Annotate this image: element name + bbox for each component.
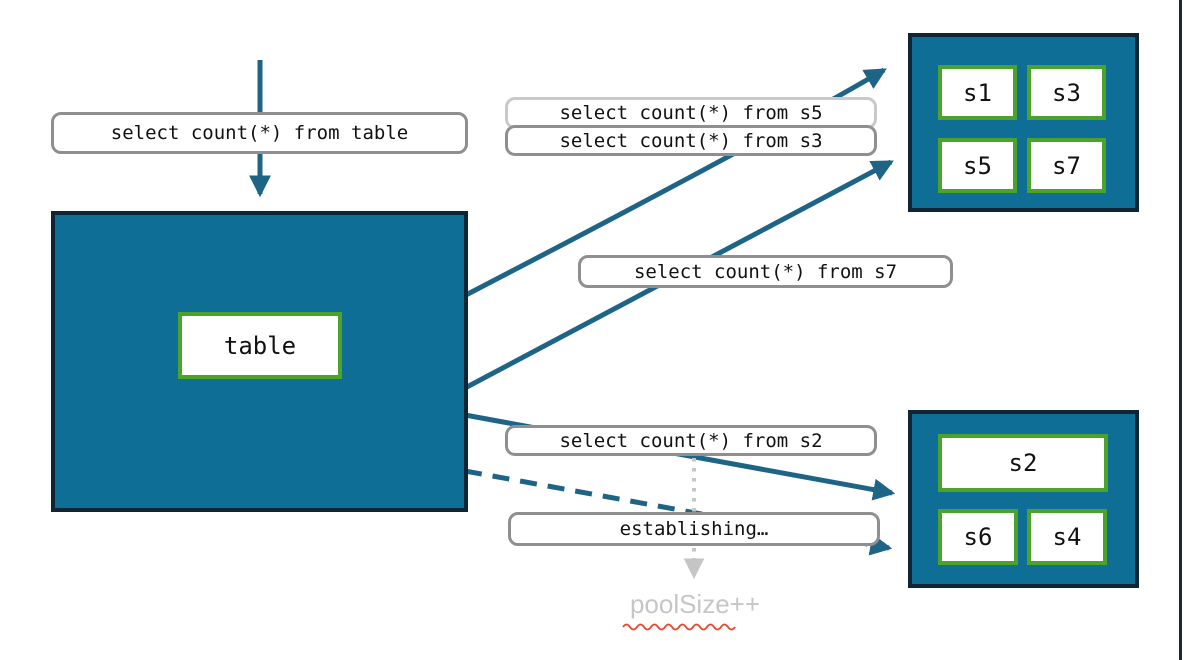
query-text-from-s5: select count(*) from s5 [559, 102, 823, 124]
shard-label-s6: s6 [963, 523, 993, 551]
table-label: table [223, 331, 297, 360]
shard-label-s4: s4 [1052, 523, 1082, 551]
shard-group-top: s1 s3 s5 s7 [908, 33, 1139, 212]
shard-cell-s3: s3 [1027, 65, 1106, 120]
spellcheck-squiggle [622, 623, 736, 631]
shard-cell-s4: s4 [1027, 509, 1107, 565]
shard-label-s1: s1 [963, 78, 992, 107]
query-label-from-s5: select count(*) from s5 [505, 97, 877, 129]
query-text-from-s2: select count(*) from s2 [559, 429, 823, 452]
table-cell: table [178, 312, 342, 379]
shard-label-s2: s2 [1008, 449, 1038, 477]
poolsize-note: poolSize++ [629, 589, 761, 619]
table-box: table [51, 211, 468, 512]
shard-label-s5: s5 [963, 151, 992, 180]
shard-group-bottom: s2 s6 s4 [908, 410, 1139, 588]
shard-cell-s6: s6 [938, 509, 1018, 565]
slide-edge-line [1179, 0, 1182, 660]
query-label-from-s7: select count(*) from s7 [578, 255, 953, 288]
query-label-from-s3: select count(*) from s3 [505, 125, 877, 156]
query-text-from-s3: select count(*) from s3 [559, 129, 823, 152]
establishing-label: establishing… [508, 512, 880, 546]
shard-cell-s5: s5 [938, 138, 1017, 193]
shard-label-s3: s3 [1052, 78, 1081, 107]
shard-cell-s1: s1 [938, 65, 1017, 120]
query-text-from-table: select count(*) from table [110, 122, 409, 144]
shard-cell-s7: s7 [1027, 138, 1106, 193]
shard-label-s7: s7 [1052, 151, 1081, 180]
shard-cell-s2: s2 [938, 434, 1108, 492]
query-text-from-s7: select count(*) from s7 [633, 260, 898, 283]
arrow-table-to-top-shards-1 [462, 67, 887, 299]
query-label-from-s2: select count(*) from s2 [505, 425, 877, 456]
arrow-establishing-dashed [464, 468, 893, 556]
query-label-from-table: select count(*) from table [51, 112, 468, 154]
establishing-text: establishing… [619, 518, 769, 540]
